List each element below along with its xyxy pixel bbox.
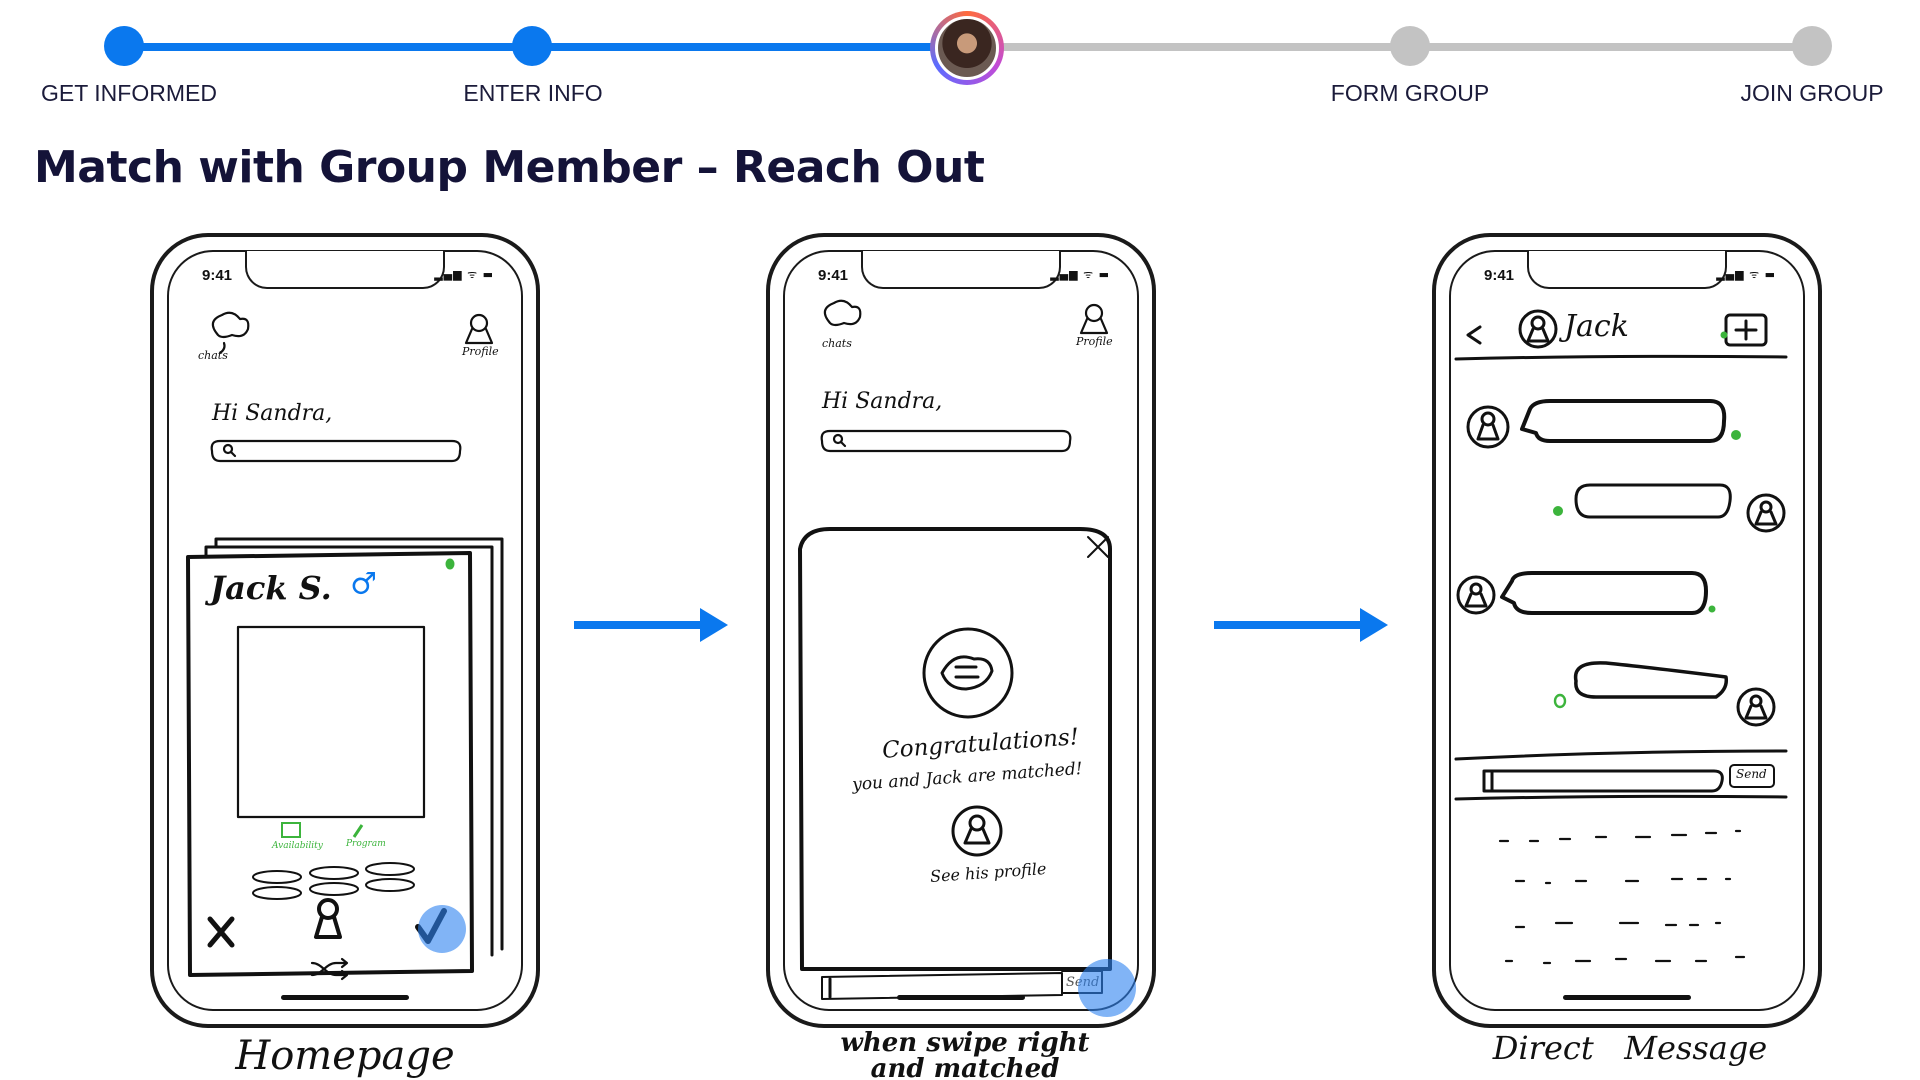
status-time: 9:41 xyxy=(202,267,233,284)
message-sketch xyxy=(1454,309,1788,965)
phone-matched: 9:41 ▂▄▆ ᯤ ▬ xyxy=(766,233,1156,1028)
caption-direct-message: Direct Message xyxy=(1492,1029,1768,1067)
flow-arrow-2 xyxy=(1214,608,1388,642)
phone-notch xyxy=(245,251,445,289)
chats-label[interactable]: chats xyxy=(198,349,228,362)
home-indicator xyxy=(281,995,409,1000)
step-label-join-group: JOIN GROUP xyxy=(1740,80,1884,106)
touch-indicator xyxy=(418,905,466,953)
phone-direct-message: 9:41 ▂▄▆ ᯤ ▬ xyxy=(1432,233,1822,1028)
step-label-get-informed: GET INFORMED xyxy=(41,80,217,106)
step-label-form-group: FORM GROUP xyxy=(1330,80,1490,106)
gender-male-icon: ♂ xyxy=(350,567,377,602)
greeting-text: Hi Sandra, xyxy=(822,389,943,414)
progress-track-remaining xyxy=(967,43,1812,51)
profile-label[interactable]: Profile xyxy=(1076,335,1113,348)
message-avatar-icon xyxy=(1456,575,1496,615)
step-dot-get-informed[interactable] xyxy=(104,26,144,66)
chevron-left-icon xyxy=(1466,325,1482,345)
profile-card xyxy=(186,551,474,977)
message-bubble-outgoing xyxy=(1573,661,1729,699)
progress-stepper: GET INFORMED ENTER INFO FORM GROUP JOIN … xyxy=(0,0,1920,120)
send-button[interactable]: Send xyxy=(1736,767,1767,781)
user-avatar xyxy=(935,16,999,80)
message-avatar-icon xyxy=(1746,493,1786,533)
contact-avatar-icon xyxy=(1518,309,1558,349)
page-title: Match with Group Member – Reach Out xyxy=(34,142,985,193)
caption-homepage: Homepage xyxy=(235,1033,455,1079)
status-icons: ▂▄▆ ᯤ ▬ xyxy=(434,268,494,281)
match-modal xyxy=(798,527,1112,971)
home-indicator xyxy=(897,995,1025,1000)
handshake-icon xyxy=(922,627,1014,719)
search-bar-sketch xyxy=(210,439,462,463)
profile-icon xyxy=(1079,303,1109,335)
status-icons: ▂▄▆ ᯤ ▬ xyxy=(1716,268,1776,281)
step-dot-form-group[interactable] xyxy=(1390,26,1430,66)
status-time: 9:41 xyxy=(818,267,849,284)
contact-name: Jack xyxy=(1564,309,1629,344)
step-label-enter-info: ENTER INFO xyxy=(463,80,603,106)
flow-arrow-1 xyxy=(574,608,728,642)
caption-matched-line1: when swipe right xyxy=(840,1028,1090,1058)
availability-label: Availability xyxy=(272,841,323,851)
message-bubble-incoming xyxy=(1500,571,1708,615)
step-dot-join-group[interactable] xyxy=(1792,26,1832,66)
caption-matched-line2: and matched xyxy=(870,1054,1060,1080)
phone-notch xyxy=(1527,251,1727,289)
chats-icon xyxy=(823,299,862,327)
greeting-text: Hi Sandra, xyxy=(212,401,333,426)
step-dot-enter-info[interactable] xyxy=(512,26,552,66)
message-bubble-outgoing xyxy=(1574,483,1732,519)
status-icons: ▂▄▆ ᯤ ▬ xyxy=(1050,268,1110,281)
home-indicator xyxy=(1563,995,1691,1000)
close-icon xyxy=(1087,536,1109,558)
status-time: 9:41 xyxy=(1484,267,1515,284)
profile-label[interactable]: Profile xyxy=(462,345,499,358)
chats-label[interactable]: chats xyxy=(822,337,852,350)
phone-notch xyxy=(861,251,1061,289)
caption-matched: when swipe right and matched xyxy=(830,1030,1100,1080)
message-avatar-icon xyxy=(1736,687,1776,727)
step-current-avatar[interactable] xyxy=(930,11,1004,85)
card-name: Jack S. xyxy=(210,569,332,607)
homepage-sketch xyxy=(186,311,504,981)
message-bubble-incoming xyxy=(1520,399,1727,443)
plus-icon xyxy=(1724,313,1768,347)
chats-icon xyxy=(211,311,250,355)
message-avatar-icon xyxy=(1466,405,1510,449)
profile-keyhole-icon xyxy=(314,898,342,939)
close-icon xyxy=(207,916,235,948)
phone-homepage: 9:41 ▂▄▆ ᯤ ▬ xyxy=(150,233,540,1028)
touch-indicator xyxy=(1078,959,1136,1017)
matched-sketch xyxy=(798,299,1112,1000)
profile-keyhole-icon xyxy=(951,805,1003,857)
profile-icon xyxy=(464,313,494,345)
program-label: Program xyxy=(346,839,386,849)
shuffle-icon xyxy=(310,957,349,981)
search-bar-sketch xyxy=(820,429,1072,453)
